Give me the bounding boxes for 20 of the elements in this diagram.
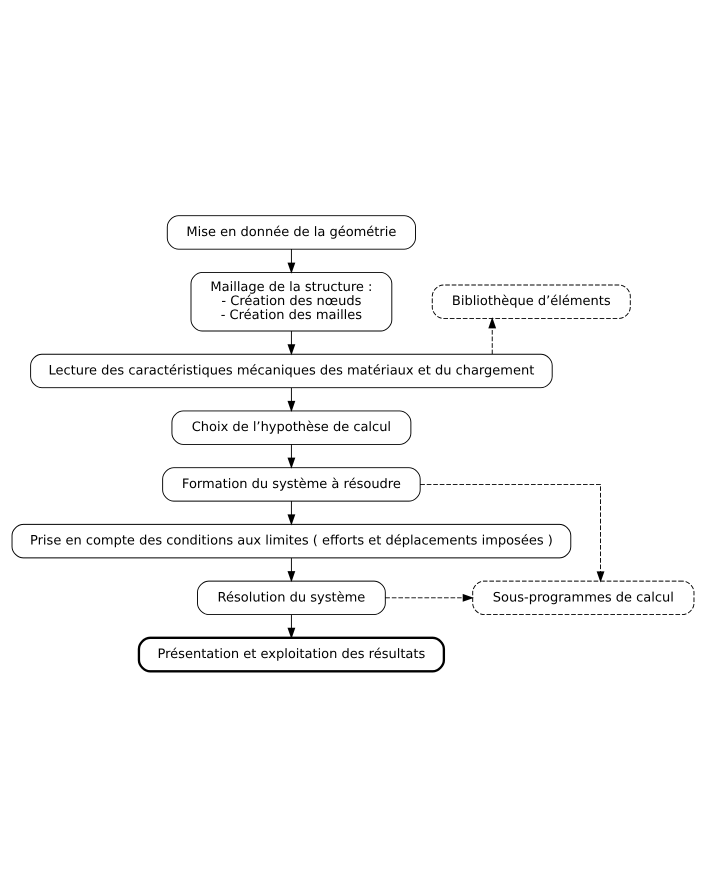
node-box: Mise en donnée de la géométrie xyxy=(166,214,416,250)
arrow xyxy=(288,614,296,638)
arrow xyxy=(288,557,296,582)
node-box: Prise en compte des conditions aux limites ( efforts et déplacements imposées ) xyxy=(12,523,572,558)
node-box: Bibliothèque d’éléments xyxy=(432,284,631,318)
arrow xyxy=(384,593,474,602)
node-box: Maillage de la structure : - Création des nœuds - Création des mailles xyxy=(190,271,392,331)
arrow xyxy=(288,387,296,412)
node-box: Résolution du système xyxy=(197,580,386,615)
node-box: Présentation et exploitation des résultats xyxy=(138,636,446,672)
arrow xyxy=(488,316,496,354)
arrow xyxy=(288,330,296,355)
node-box: Sous-programmes de calcul xyxy=(472,580,694,615)
node-box: Formation du système à résoudre xyxy=(162,466,421,502)
arrow xyxy=(420,483,604,582)
arrow xyxy=(288,248,296,274)
arrow xyxy=(288,444,296,468)
node-box: Lecture des caractéristiques mécaniques des matériaux et du chargement xyxy=(30,353,553,388)
node-box: Choix de l’hypothèse de calcul xyxy=(171,410,412,444)
arrow xyxy=(288,500,296,526)
